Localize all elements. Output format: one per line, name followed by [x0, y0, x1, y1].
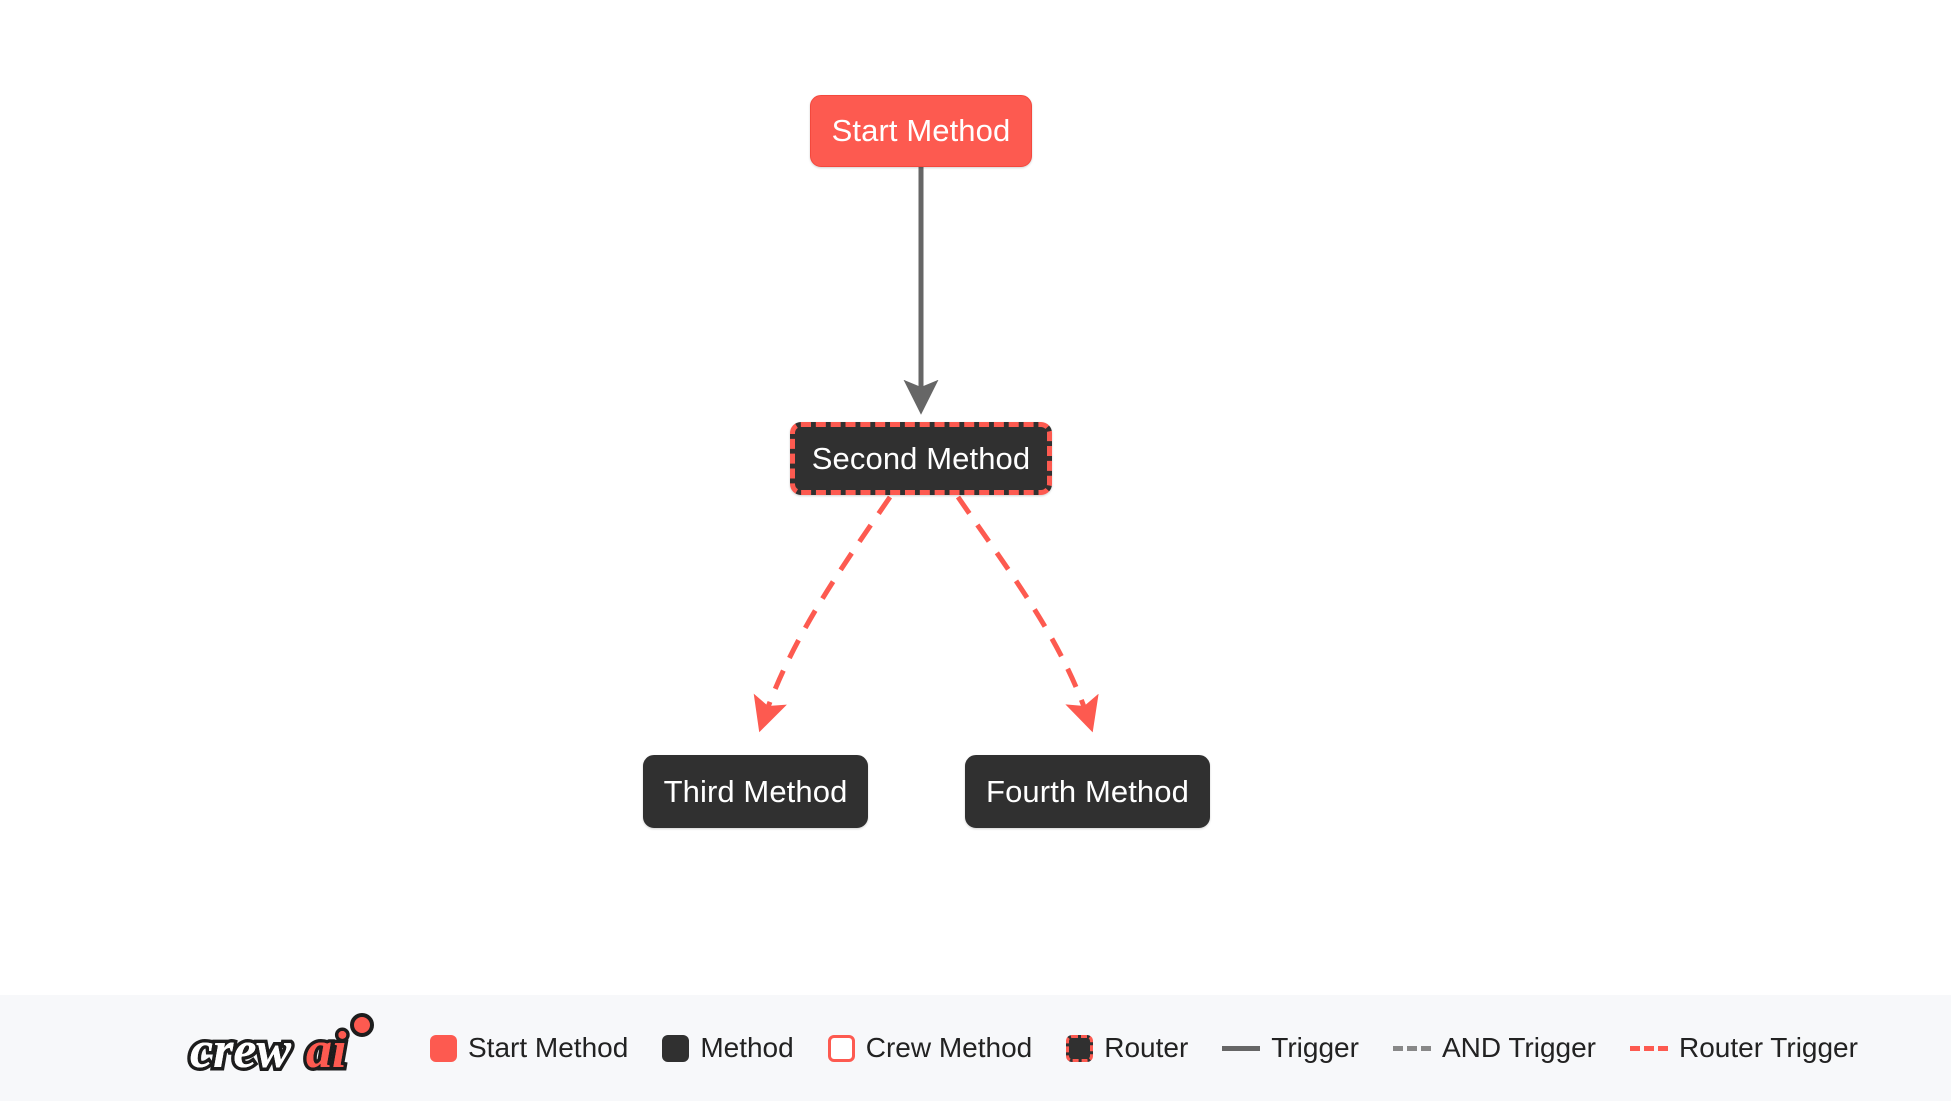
legend-item-crew-method: Crew Method [827, 1032, 1033, 1064]
legend-item-method: Method [662, 1032, 794, 1064]
line-router-icon [1629, 1045, 1668, 1051]
legend-item-label: Crew Method [865, 1032, 1033, 1063]
legend-item-router: Router [1066, 1032, 1188, 1064]
legend-item-router-trigger: Router Trigger [1629, 1032, 1858, 1064]
edge-second-to-third [753, 495, 893, 733]
legend-item-and-trigger: AND Trigger [1392, 1032, 1596, 1064]
swatch-start-icon [430, 1034, 457, 1062]
legend-item-label: Router Trigger [1678, 1032, 1858, 1063]
svg-text:ai: ai [306, 1022, 347, 1079]
legend-item-label: Trigger [1271, 1032, 1359, 1063]
swatch-router-icon [1066, 1034, 1094, 1062]
flow-node-label: Fourth Method [986, 773, 1189, 809]
flow-node-label: Start Method [831, 113, 1011, 148]
flow-node-fourth-method[interactable]: Fourth Method [965, 755, 1210, 828]
flow-canvas[interactable]: Start Method Second Method Third Method … [0, 0, 1951, 995]
legend-item-label: Start Method [468, 1032, 629, 1063]
legend-item-trigger: Trigger [1222, 1032, 1359, 1064]
swatch-crew-icon [827, 1034, 855, 1062]
flow-node-label: Second Method [811, 440, 1031, 476]
line-solid-icon [1222, 1045, 1261, 1051]
swatch-method-icon [662, 1034, 690, 1062]
legend-bar: crew crew ai ai Start Method Method Crew… [0, 995, 1951, 1101]
flow-node-third-method[interactable]: Third Method [643, 755, 868, 828]
svg-text:ai: ai [306, 1022, 347, 1079]
line-and-icon [1392, 1045, 1431, 1051]
flow-node-start-method[interactable]: Start Method [810, 95, 1032, 167]
flow-node-label: Third Method [663, 773, 848, 809]
legend-item-label: Router [1104, 1032, 1189, 1063]
legend-item-start-method: Start Method [430, 1032, 628, 1064]
flow-node-second-method[interactable]: Second Method [790, 422, 1052, 495]
crewai-logo-icon: crew crew ai ai [187, 1013, 374, 1083]
edge-second-to-fourth [955, 495, 1099, 733]
svg-text:crew: crew [190, 1022, 291, 1079]
svg-text:crew: crew [190, 1022, 291, 1079]
legend-item-label: Method [700, 1032, 794, 1063]
legend-item-label: AND Trigger [1441, 1032, 1596, 1063]
